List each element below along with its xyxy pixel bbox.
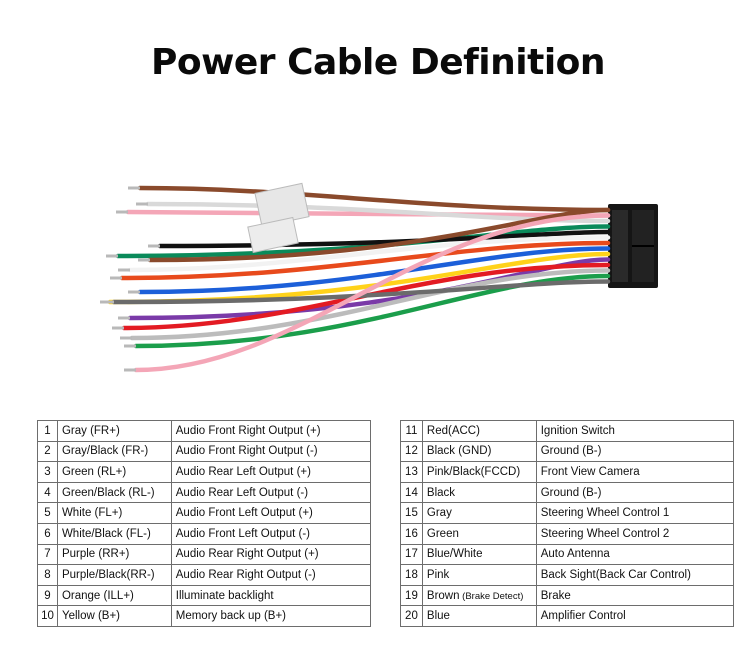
pin-number: 17 bbox=[400, 543, 423, 566]
pin-function: Audio Front Right Output (-) bbox=[170, 440, 372, 463]
pin-number: 1 bbox=[37, 420, 58, 442]
pin-number: 9 bbox=[37, 584, 58, 607]
wire-color: Orange (ILL+) bbox=[56, 584, 172, 607]
wire-color: White/Black (FL-) bbox=[56, 522, 172, 545]
wire-color: Yellow (B+) bbox=[56, 605, 172, 627]
pin-number: 14 bbox=[400, 481, 423, 504]
page-title: Power Cable Definition bbox=[150, 42, 606, 83]
wire-color: Green bbox=[421, 522, 537, 545]
pin-function: Audio Front Left Output (-) bbox=[170, 522, 372, 545]
wire-bundle bbox=[100, 185, 611, 373]
pin-function: Audio Front Right Output (+) bbox=[170, 420, 372, 442]
connector-plug bbox=[608, 204, 658, 288]
pin-function: Steering Wheel Control 2 bbox=[535, 522, 735, 545]
wire bbox=[119, 240, 611, 281]
pin-number: 19 bbox=[400, 584, 423, 607]
wire bbox=[137, 185, 611, 213]
pin-function: Brake bbox=[535, 584, 735, 607]
pin-function: Audio Rear Right Output (-) bbox=[170, 564, 372, 586]
wire-color: Gray/Black (FR-) bbox=[56, 440, 172, 463]
wiring-harness-image bbox=[100, 182, 658, 373]
pin-number: 13 bbox=[400, 461, 423, 483]
wire-color: Blue bbox=[421, 605, 537, 627]
pin-function: Audio Rear Right Output (+) bbox=[170, 543, 372, 566]
wire-color: Purple/Black(RR-) bbox=[56, 564, 172, 586]
wire bbox=[111, 279, 611, 305]
pin-number: 7 bbox=[37, 543, 58, 566]
wire-color: Black bbox=[421, 481, 537, 504]
pin-function: Audio Rear Left Output (-) bbox=[170, 481, 372, 504]
pin-number: 2 bbox=[37, 440, 58, 463]
wire bbox=[133, 273, 611, 349]
wire-color: Brown (Brake Detect) bbox=[421, 584, 537, 607]
pin-number: 11 bbox=[400, 420, 423, 442]
pin-number: 6 bbox=[37, 522, 58, 545]
pin-function: Memory back up (B+) bbox=[170, 605, 372, 627]
pin-number: 10 bbox=[37, 605, 58, 627]
wire-color: Red(ACC) bbox=[421, 420, 537, 442]
wire-color: Blue/White bbox=[421, 543, 537, 566]
pin-number: 5 bbox=[37, 502, 58, 524]
cable-tag bbox=[247, 182, 310, 254]
pin-function: Front View Camera bbox=[535, 461, 735, 483]
wire bbox=[125, 209, 611, 218]
pin-function: Illuminate backlight bbox=[170, 584, 372, 607]
wire-color: Gray (FR+) bbox=[56, 420, 172, 442]
wire-color: Pink/Black(FCCD) bbox=[421, 461, 537, 483]
pin-number: 3 bbox=[37, 461, 58, 483]
wire-color: Black (GND) bbox=[421, 440, 537, 463]
pin-function: Back Sight(Back Car Control) bbox=[535, 564, 735, 586]
wire-color: Purple (RR+) bbox=[56, 543, 172, 566]
wire-color: White (FL+) bbox=[56, 502, 172, 524]
pin-number: 18 bbox=[400, 564, 423, 586]
pin-function: Auto Antenna bbox=[535, 543, 735, 566]
wire bbox=[147, 207, 611, 263]
pin-number: 12 bbox=[400, 440, 423, 463]
pin-number: 15 bbox=[400, 502, 423, 524]
pin-function: Ignition Switch bbox=[535, 420, 735, 442]
wire-color-note: (Brake Detect) bbox=[459, 590, 524, 602]
wire-color: Green (RL+) bbox=[56, 461, 172, 483]
wire bbox=[129, 268, 611, 341]
pin-function: Ground (B-) bbox=[535, 481, 735, 504]
pin-number: 8 bbox=[37, 564, 58, 586]
pin-function: Audio Rear Left Output (+) bbox=[170, 461, 372, 483]
wire-color: Pink bbox=[421, 564, 537, 586]
wire-color: Green/Black (RL-) bbox=[56, 481, 172, 504]
pin-function: Audio Front Left Output (+) bbox=[170, 502, 372, 524]
pin-function: Steering Wheel Control 1 bbox=[535, 502, 735, 524]
pin-number: 16 bbox=[400, 522, 423, 545]
wire bbox=[133, 213, 611, 373]
pin-function: Amplifier Control bbox=[535, 605, 735, 627]
pin-function: Ground (B-) bbox=[535, 440, 735, 463]
pin-number: 20 bbox=[400, 605, 423, 627]
pin-number: 4 bbox=[37, 481, 58, 504]
wire-color: Gray bbox=[421, 502, 537, 524]
wire bbox=[127, 235, 611, 273]
